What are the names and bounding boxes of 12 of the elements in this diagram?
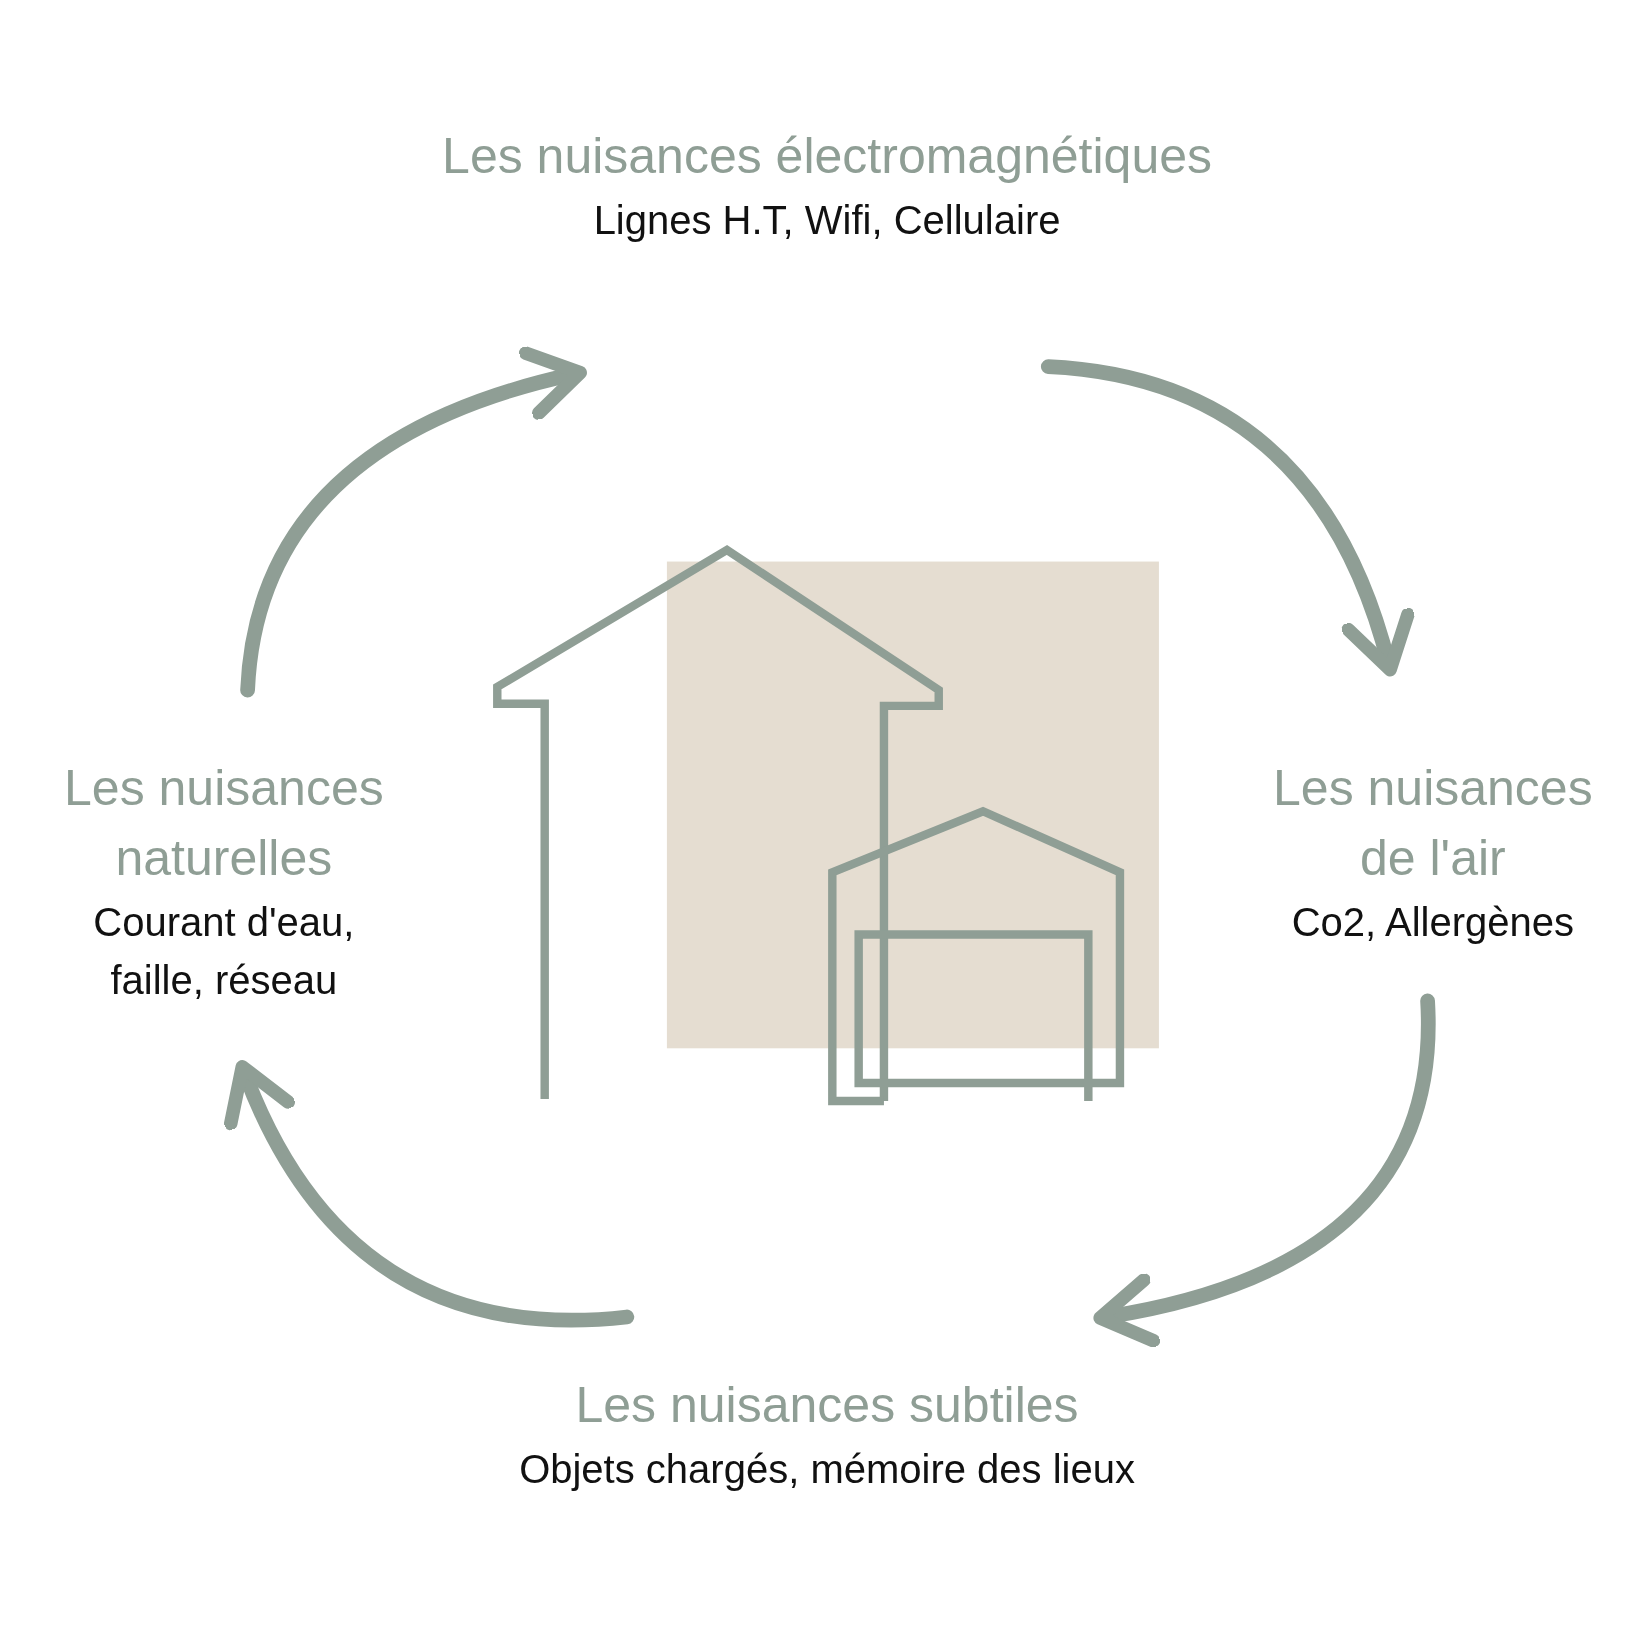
category-examples: Objets chargés, mémoire des lieux	[519, 1445, 1135, 1493]
curved-arrow	[1040, 359, 1413, 677]
category-examples: Lignes H.T, Wifi, Cellulaire	[593, 197, 1061, 245]
category-heading: Les nuisances de l'air	[1272, 759, 1594, 889]
curved-arrow	[1093, 993, 1436, 1346]
category-examples: Co2, Allergènes	[1291, 899, 1575, 947]
curved-arrow	[240, 347, 587, 698]
category-examples: Courant d'eau, faille, réseau	[92, 899, 356, 1005]
curved-arrow	[226, 1060, 635, 1328]
category-heading: Les nuisances électromagnétiques	[442, 127, 1212, 187]
category-heading: Les nuisances naturelles	[63, 759, 385, 889]
category-heading: Les nuisances subtiles	[575, 1375, 1079, 1435]
